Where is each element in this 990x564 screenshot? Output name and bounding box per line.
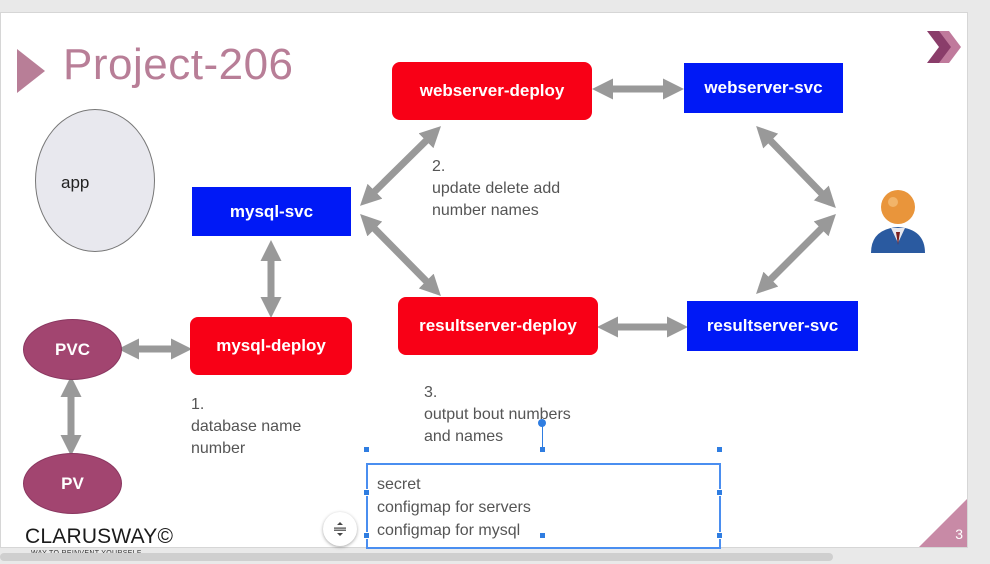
arrow-websvc-user	[756, 125, 836, 209]
resize-handle-mr[interactable]	[716, 489, 723, 496]
pvc-oval: PVC	[23, 319, 122, 380]
format-options-button[interactable]	[323, 512, 357, 546]
resultserver-svc-label: resultserver-svc	[706, 316, 839, 335]
arrow-mysqlsvc-webdeploy	[360, 126, 441, 206]
mysql-svc-box: mysql-svc	[192, 187, 351, 236]
slide: Project-206 app webserver-deploy webserv…	[0, 12, 968, 557]
webserver-svc-label: webserver-svc	[704, 78, 823, 97]
resize-handle-bm[interactable]	[539, 532, 546, 539]
title-triangle	[17, 49, 45, 93]
note-3: 3. output bout numbers and names	[424, 384, 571, 445]
resize-handle-tl[interactable]	[363, 446, 370, 453]
resultserver-deploy-label: resultserver-deploy	[419, 316, 577, 335]
connector-arrows	[60, 78, 836, 456]
mysql-svc-label: mysql-svc	[229, 201, 314, 221]
format-options-icon	[334, 522, 346, 536]
horizontal-scrollbar[interactable]	[0, 553, 833, 561]
note-2: 2. update delete add number names	[432, 158, 561, 219]
double-chevron-icon	[927, 31, 961, 63]
resize-handle-ml[interactable]	[363, 489, 370, 496]
note-1: 1. database name number	[191, 396, 302, 457]
arrow-mysqlsvc-resultdeploy	[360, 214, 441, 296]
pv-oval: PV	[23, 453, 122, 514]
mysql-deploy-label: mysql-deploy	[216, 336, 326, 355]
slide-title: Project-206	[63, 40, 294, 89]
app-ellipse	[35, 109, 155, 252]
selected-textbox[interactable]: secret configmap for servers configmap f…	[366, 463, 721, 549]
clarusway-logo: CLARUSWAY©	[25, 525, 174, 548]
resultserver-svc-box: resultserver-svc	[687, 301, 858, 351]
pvc-label: PVC	[55, 339, 90, 359]
corner-triangle	[919, 499, 967, 547]
resize-handle-tr[interactable]	[716, 446, 723, 453]
resultserver-deploy-box: resultserver-deploy	[398, 297, 598, 355]
webserver-deploy-label: webserver-deploy	[419, 81, 565, 100]
app-label: app	[61, 173, 90, 192]
resize-handle-bl[interactable]	[363, 532, 370, 539]
pv-label: PV	[61, 473, 84, 493]
webserver-deploy-box: webserver-deploy	[392, 62, 592, 120]
user-icon	[871, 190, 925, 253]
arrow-resultsvc-user	[756, 214, 836, 294]
rotate-handle[interactable]	[538, 419, 546, 427]
page-number: 3	[955, 526, 963, 542]
rotate-handle-stem	[542, 426, 543, 448]
mysql-deploy-box: mysql-deploy	[190, 317, 352, 375]
webserver-svc-box: webserver-svc	[684, 63, 843, 113]
resize-handle-br[interactable]	[716, 532, 723, 539]
